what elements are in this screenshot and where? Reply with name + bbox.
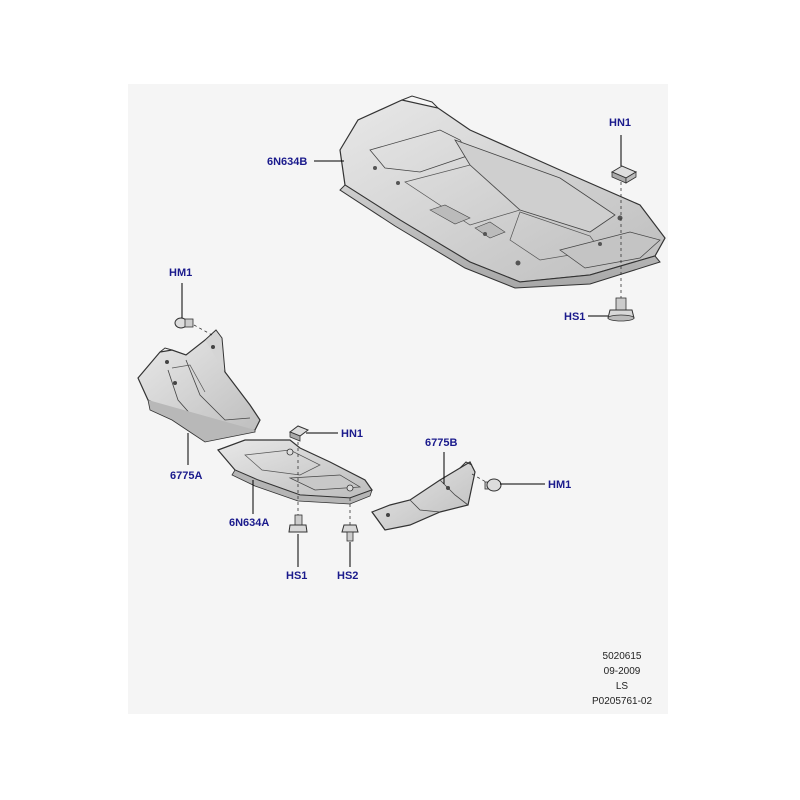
bolt-HS1-middle [288,514,308,567]
label-6N634A: 6N634A [229,517,270,529]
clip-HM1-right [471,473,545,492]
label-HN1-middle: HN1 [341,428,364,440]
bolt-HS2-middle [341,524,359,567]
reference-part-id: P0205761-02 [591,696,653,707]
clip-HM1-left [174,283,213,336]
reference-block: 5020615 09-2009 LS P0205761-02 [582,649,662,709]
bolt-HS1-top [588,297,635,322]
underbody-plate-6N634B [339,95,666,289]
label-HM1-right: HM1 [548,479,572,491]
reference-date: 09-2009 [603,666,641,677]
label-HS1-middle: HS1 [286,570,308,582]
nut-HN1-top [610,135,638,300]
label-6775A: 6775A [170,470,203,482]
label-HN1-top: HN1 [609,117,632,129]
reference-number: 5020615 [602,651,642,662]
label-HM1-left: HM1 [169,267,193,279]
reference-code: LS [615,681,629,692]
nut-HN1-middle [288,425,351,525]
shield-6775A [137,329,261,465]
shield-6775B [371,452,476,531]
label-HS1-top: HS1 [564,311,586,323]
label-6775B: 6775B [425,437,458,449]
underbody-plate-6N634A [216,439,373,514]
label-HS2-middle: HS2 [337,570,359,582]
label-6N634B: 6N634B [267,156,308,168]
